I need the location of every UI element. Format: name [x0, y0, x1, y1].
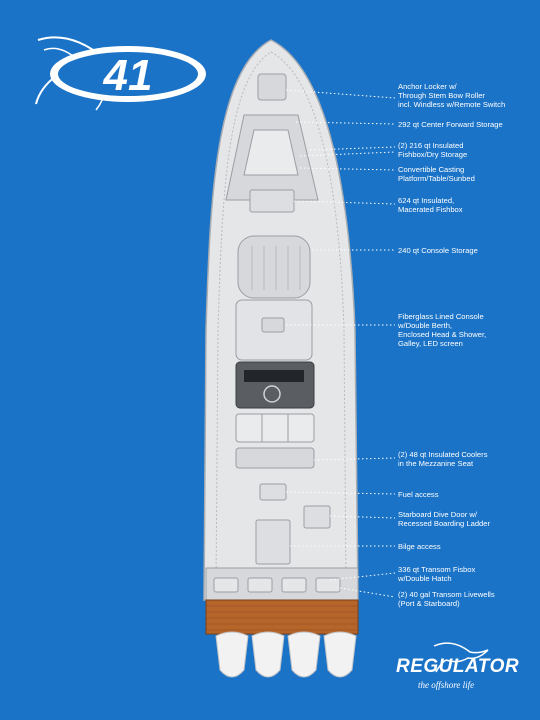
anchor-locker-hatch	[257, 73, 287, 101]
helm-screens	[244, 370, 304, 382]
callout-transom-livewells: (2) 40 gal Transom Livewells (Port & Sta…	[398, 590, 495, 608]
callout-insulated-fishbox: (2) 216 qt Insulated Fishbox/Dry Storage	[398, 141, 468, 159]
brand-tagline: the offshore life	[418, 680, 475, 690]
callout-bilge-access: Bilge access	[398, 542, 441, 551]
model-badge: 41	[50, 46, 206, 102]
casting-platform	[243, 129, 299, 176]
console-hatch	[261, 317, 285, 333]
helm-seats	[235, 413, 315, 443]
teak-planks	[206, 605, 358, 631]
callout-casting-platform: Convertible Casting Platform/Table/Sunbe…	[398, 165, 475, 183]
callout-fuel-access: Fuel access	[398, 490, 439, 499]
dive-door	[303, 505, 331, 529]
callout-anchor-locker: Anchor Locker w/ Through Stem Bow Roller…	[398, 82, 506, 109]
console-seat-stripes	[251, 246, 301, 290]
brand-name: REGULATOR	[396, 656, 520, 677]
callout-dive-door: Starboard Dive Door w/ Recessed Boarding…	[398, 510, 491, 528]
gunwale-inner	[215, 51, 347, 589]
callout-console-storage: 240 qt Console Storage	[398, 246, 478, 255]
console-seat	[237, 235, 311, 299]
helm-seat-dividers	[261, 414, 289, 442]
callout-mezzanine-coolers: (2) 48 qt Insulated Coolers in the Mezza…	[398, 450, 488, 468]
bilge-access-hatch	[255, 519, 291, 565]
model-number: 41	[103, 51, 153, 100]
fuel-access-hatch	[259, 483, 287, 501]
callout-leader-lines	[285, 89, 396, 598]
regulator-marlin-icon	[433, 642, 489, 673]
outboard-engines-icon	[215, 631, 357, 678]
steering-wheel-icon	[263, 385, 281, 403]
transom-hatches	[213, 577, 341, 593]
callout-fiberglass-console: Fiberglass Lined Console w/Double Berth,…	[398, 312, 487, 348]
forward-fishbox-hatch	[249, 189, 295, 213]
swim-platform	[205, 599, 359, 635]
callout-transom-fishbox: 336 qt Transom Fisbox w/Double Hatch	[398, 565, 476, 583]
callout-center-forward-storage: 292 qt Center Forward Storage	[398, 120, 503, 129]
mezzanine-seat	[235, 447, 315, 469]
callout-macerated-fishbox: 624 qt Insulated, Macerated Fishbox	[398, 196, 463, 214]
